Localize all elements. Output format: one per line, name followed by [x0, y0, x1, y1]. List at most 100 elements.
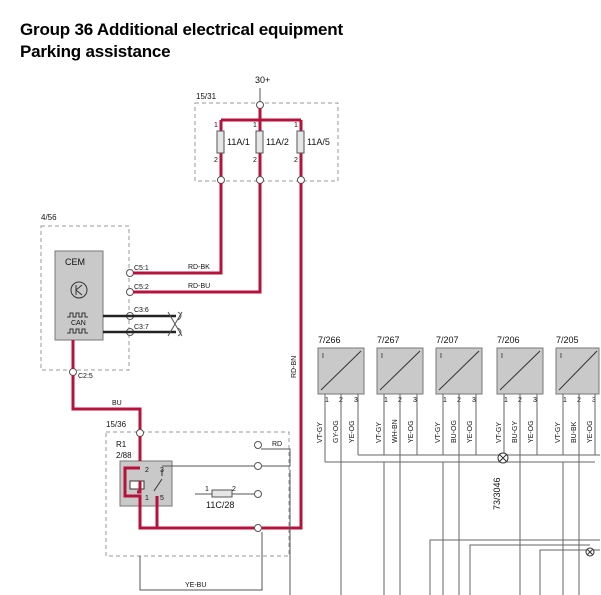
cem-name: CEM	[65, 257, 85, 267]
sensor-pin-label: I	[501, 353, 503, 360]
fuse-11c-28-pin-2: 2	[232, 486, 236, 493]
relay-label: R1	[116, 440, 127, 449]
sensor-wire-3: YE-OG	[587, 420, 594, 443]
cem-pin-node	[126, 288, 134, 296]
sensor-harness	[324, 394, 600, 595]
wire-label-bu: BU	[112, 400, 122, 407]
fuse-out-node	[297, 176, 305, 184]
fuse-name: 11A/2	[266, 137, 289, 147]
fuse-pin-bottom: 2	[214, 157, 218, 164]
fuse-pin-top: 1	[214, 122, 218, 129]
sensor-wire-3: YE-OG	[528, 420, 535, 443]
relay-pin-2: 2	[145, 467, 149, 474]
splice-cross-icon	[498, 453, 508, 463]
cem-pin-node	[126, 269, 134, 277]
can-label: CAN	[71, 320, 86, 327]
sensor-pin-label: I	[322, 353, 324, 360]
transistor-icon-symbol	[75, 284, 83, 296]
relay-box-node	[254, 524, 262, 532]
sensor-7-267: 7/267 I 1 2 3 VT-GY WH-BN YE-OG	[376, 335, 424, 443]
supply-node	[256, 101, 264, 109]
wire-rd-bu	[133, 183, 262, 294]
splice-label: 73/3046	[492, 477, 502, 510]
fuse-11a-2: 1 2 11A/2	[253, 122, 289, 164]
relay-box-node	[254, 462, 262, 470]
wire-ye-bu	[139, 532, 263, 591]
sensor-pin-3: 3	[413, 397, 417, 404]
wire-label-rd-bu: RD-BU	[188, 283, 210, 290]
sensor-pin-1: 1	[384, 397, 388, 404]
wire-label-rd-bn: RD-BN	[291, 356, 298, 378]
relay-box-node	[254, 490, 262, 498]
relay-pin-1: 1	[145, 495, 149, 502]
relay-pin-5: 5	[160, 495, 164, 502]
sensor-wire-3: YE-OG	[349, 420, 356, 443]
supply-label: 30+	[255, 75, 270, 85]
wire-rd	[261, 448, 291, 467]
transistor-icon	[70, 281, 88, 299]
sensor-diagonal-icon	[438, 350, 480, 391]
sensor-pin-3: 3	[533, 397, 537, 404]
sensor-pin-1: 1	[563, 397, 567, 404]
fuse-11c-28	[211, 489, 233, 498]
relay-box-node	[136, 429, 144, 437]
wire-rd-bn	[262, 183, 303, 530]
sensor-wire-1: VT-GY	[555, 422, 562, 443]
sensor-diagonal-icon	[379, 350, 421, 391]
sensor-wire-2: BU-OG	[451, 420, 458, 443]
relay-box-node	[254, 441, 262, 449]
cem-frame-label: 4/56	[41, 213, 57, 222]
fuse-11a-1: 1 2 11A/1	[214, 122, 250, 164]
fuse-11a-5: 1 2 11A/5	[294, 122, 330, 164]
relay-switch-icon	[153, 470, 163, 492]
fuse-pin-top: 1	[294, 122, 298, 129]
sensor-pin-label: I	[440, 353, 442, 360]
cem-frame	[40, 225, 130, 371]
sensor-wire-2: WH-BN	[392, 419, 399, 443]
wire-label-rd: RD	[272, 441, 282, 448]
sensor-diagonal-icon	[320, 350, 362, 391]
page-title: Group 36 Additional electrical equipment	[20, 20, 343, 39]
fuse-pin-bottom: 2	[294, 157, 298, 164]
sensor-7-207: 7/207 I 1 2 3 VT-GY BU-OG YE-OG	[435, 335, 483, 443]
wire-break-icon	[177, 311, 182, 337]
relay-id: 2/88	[116, 451, 132, 460]
fuse-name: 11A/5	[307, 137, 330, 147]
sensor-pin-label: I	[381, 353, 383, 360]
sensor-pin-label: I	[560, 353, 562, 360]
cem-pin-node	[69, 368, 77, 376]
fuse-out-node	[256, 176, 264, 184]
fuse-box-frame	[194, 102, 339, 182]
fuse-name: 11A/1	[227, 137, 250, 147]
wire-rd-bk	[133, 183, 223, 275]
sensor-7-206: 7/206 I 1 2 3 VT-GY BU-GY YE-OG	[496, 335, 544, 443]
cem-pin-c5-1: C5:1	[134, 265, 149, 272]
sensor-pin-1: 1	[443, 397, 447, 404]
sensor-id: 7/266	[318, 335, 341, 345]
sensor-7-205: 7/205 I 1 2 3 VT-GY BU-BK YE-OG	[555, 335, 600, 443]
sensor-wire-2: BU-BK	[571, 421, 578, 443]
sensor-wire-1: VT-GY	[317, 422, 324, 443]
sensor-diagonal-icon	[558, 350, 598, 391]
can-signal-icon	[67, 312, 88, 318]
relay-box-label: 15/36	[106, 420, 127, 429]
cem-pin-c3-6: C3:6	[134, 307, 149, 314]
cem-pin-c3-7: C3:7	[134, 324, 149, 331]
sensor-id: 7/267	[377, 335, 400, 345]
cem-pin-c5-2: C5:2	[134, 284, 149, 291]
fuse-out-node	[217, 176, 225, 184]
relay-coil-link	[137, 481, 142, 494]
sensor-pin-3: 3	[354, 397, 358, 404]
splice-cross-icon	[586, 548, 594, 556]
fuse-pin-bottom: 2	[253, 157, 257, 164]
fuse-11c-28-pin-1: 1	[205, 486, 209, 493]
sensor-wire-3: YE-OG	[467, 420, 474, 443]
sensor-pin-3: 3	[472, 397, 476, 404]
page-subtitle: Parking assistance	[20, 42, 171, 61]
twisted-pair-icon	[167, 311, 183, 337]
fuse-pin-top: 1	[253, 122, 257, 129]
wire-label-ye-bu: YE-BU	[185, 582, 206, 589]
fuse-11c-28-label: 11C/28	[206, 500, 234, 510]
relay-coil-icon	[129, 480, 145, 490]
